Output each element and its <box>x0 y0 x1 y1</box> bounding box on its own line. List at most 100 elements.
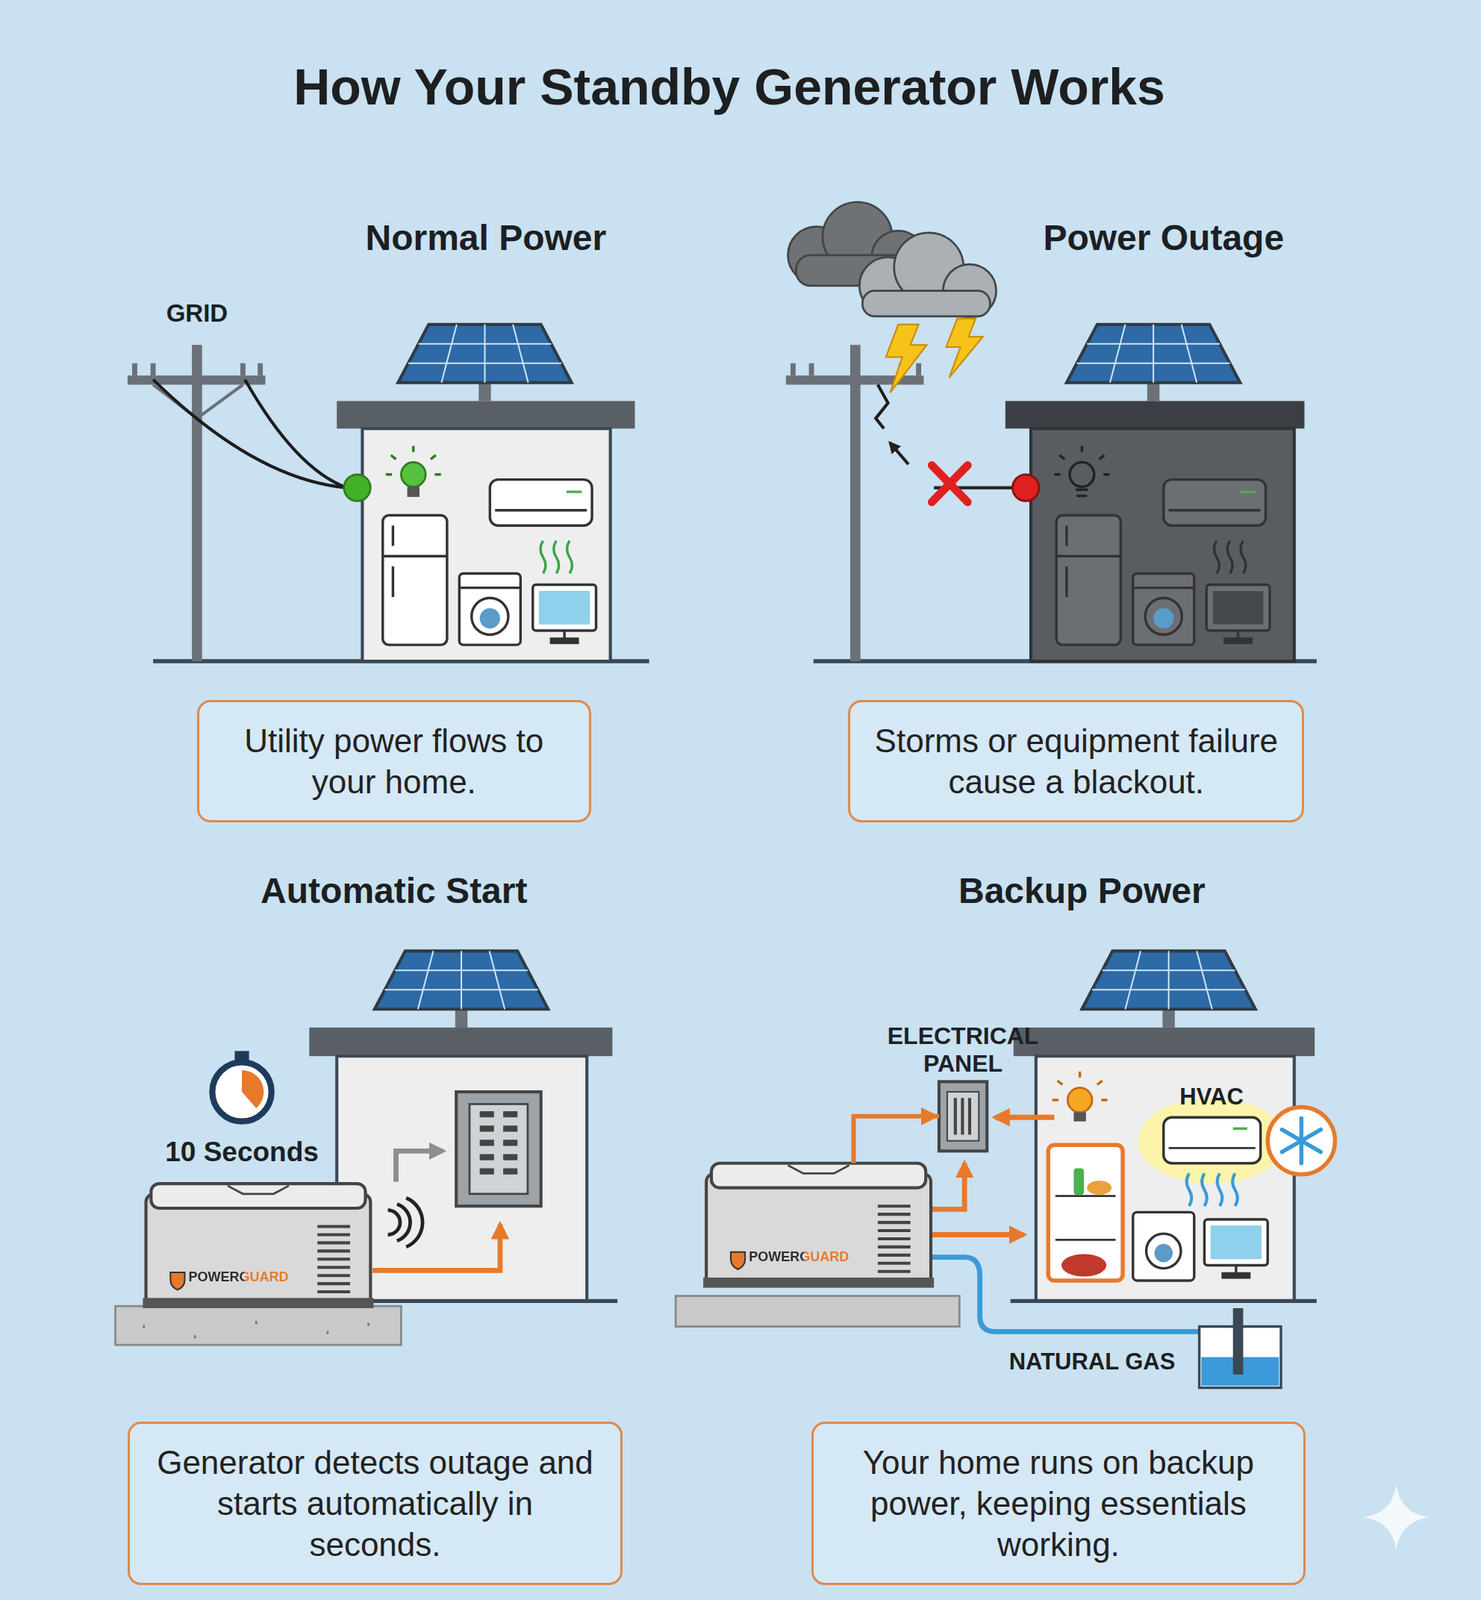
cross-mark <box>931 465 968 503</box>
title: How Your Standby Generator Works <box>0 57 1459 116</box>
automatic-start-scene <box>374 951 548 1028</box>
storm-cloud <box>859 232 996 318</box>
concrete-pad <box>675 1296 960 1328</box>
backup-power-scene <box>1010 1299 1317 1304</box>
monitor <box>1204 1219 1268 1267</box>
electrical-panel <box>947 1092 979 1142</box>
part-label: ELECTRICAL PANEL <box>880 1022 1046 1078</box>
normal-power-scene <box>336 400 635 429</box>
concrete-pad <box>115 1306 402 1346</box>
light-bulb <box>1067 1088 1093 1113</box>
automatic-start-scene <box>142 1322 370 1337</box>
light-bulb <box>385 446 442 498</box>
watermark-star <box>1363 1484 1430 1551</box>
monitor <box>1222 1273 1250 1278</box>
backup-power-scene <box>675 951 1335 1388</box>
power-outage-scene <box>1056 479 1270 646</box>
power-arrow <box>930 1163 965 1211</box>
pointer-arrow <box>889 442 909 465</box>
panel-heading: Power Outage <box>1042 217 1284 259</box>
open-fridge <box>1073 1168 1084 1196</box>
monitor <box>1204 1219 1268 1278</box>
stopwatch <box>211 1062 271 1122</box>
hvac-unit <box>1168 1147 1256 1150</box>
backup-power-scene <box>1081 951 1255 1028</box>
normal-power-scene <box>134 363 260 376</box>
house <box>1036 1056 1295 1302</box>
electrical-panel <box>939 1081 987 1152</box>
utility-pole <box>850 344 861 662</box>
part-label: HVAC <box>1179 1083 1244 1111</box>
snowflake-icon <box>1267 1107 1335 1175</box>
caption-box: Generator detects outage and starts auto… <box>127 1422 623 1586</box>
generator: POWERGUARD <box>706 1163 931 1287</box>
caption-box: Storms or equipment failure cause a blac… <box>847 700 1305 823</box>
breaker-panel <box>456 1092 541 1207</box>
backup-power-scene <box>1013 1027 1315 1057</box>
power-outage-scene <box>1066 324 1240 402</box>
power-outage-scene <box>786 202 1317 662</box>
open-fridge <box>1048 1145 1123 1281</box>
light-bulb <box>1054 446 1110 497</box>
power-flow-arrow <box>853 1116 940 1164</box>
panel-heading: Normal Power <box>365 217 607 259</box>
power-arrow <box>995 1115 1055 1121</box>
hvac-unit <box>1163 1117 1261 1164</box>
power-wire <box>153 379 348 489</box>
breaker-panel <box>469 1104 528 1194</box>
light-bulb <box>407 486 420 498</box>
light-bulb <box>1073 1112 1086 1122</box>
normal-power-scene <box>382 479 597 646</box>
gas-supply <box>1199 1308 1281 1389</box>
part-label: GRID <box>166 299 229 328</box>
automatic-start-scene <box>309 1027 613 1057</box>
open-fridge <box>1048 1145 1123 1281</box>
open-fridge <box>1055 1196 1116 1241</box>
stopwatch <box>241 1070 264 1109</box>
washer <box>1154 1244 1173 1264</box>
dark-house <box>1030 428 1295 662</box>
glow <box>1138 1098 1286 1184</box>
automatic-start-scene <box>142 1183 374 1309</box>
part-label: 10 Seconds <box>164 1136 319 1169</box>
connection-dot <box>1012 474 1040 502</box>
backup-power-scene <box>703 1163 934 1289</box>
heat-waves <box>1213 541 1246 575</box>
power-outage-scene <box>1212 591 1264 625</box>
open-fridge <box>1086 1180 1112 1196</box>
electrical-panel: ELECTRICAL PANEL <box>939 1081 987 1152</box>
stopwatch <box>211 1051 271 1122</box>
storm-cloud <box>862 291 990 317</box>
caption-text: Generator detects outage and starts auto… <box>147 1442 603 1566</box>
connection-dot <box>344 474 371 502</box>
washer <box>1133 1212 1195 1281</box>
heat-waves <box>540 541 572 575</box>
utility-pole <box>191 344 203 662</box>
power-arrow <box>930 1232 1024 1238</box>
washer <box>1133 1212 1195 1281</box>
caption-text: Utility power flows to your home. <box>217 720 572 803</box>
caption-box: Utility power flows to your home. <box>197 700 592 823</box>
light-bulb <box>400 462 426 487</box>
snowflake-icon <box>1281 1118 1321 1164</box>
normal-power-scene <box>153 384 243 419</box>
gas-supply <box>1233 1308 1244 1376</box>
lightning-bolt <box>946 318 984 378</box>
cool-air <box>1186 1173 1238 1207</box>
light-bulb <box>1069 462 1095 487</box>
brand-name: POWERGUARD <box>748 1249 849 1266</box>
panel-heading: Backup Power <box>958 870 1206 912</box>
brand-name: POWERGUARD <box>188 1269 289 1286</box>
washer <box>1146 1233 1181 1269</box>
house <box>362 428 610 662</box>
electrical-panel <box>939 1081 987 1152</box>
light-bulb <box>1052 1071 1108 1101</box>
lightning-bolt <box>886 324 928 394</box>
wireless-signal <box>388 1198 423 1248</box>
caption-text: Your home runs on backup power, keeping … <box>831 1442 1286 1566</box>
light-bulb <box>1054 446 1110 497</box>
storm-cloud <box>788 202 997 318</box>
breaker-panel <box>456 1092 541 1207</box>
house <box>336 1056 587 1302</box>
